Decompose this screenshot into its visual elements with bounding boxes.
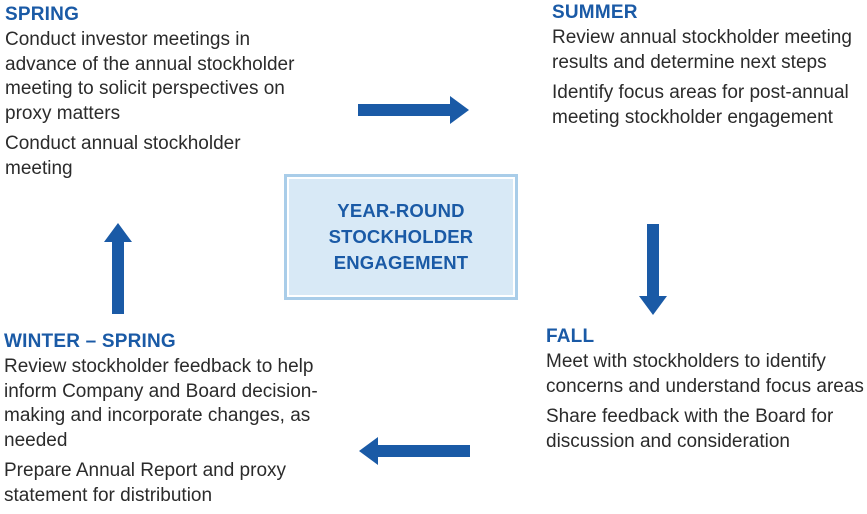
fall-item-1: Meet with stockholders to identify conce… bbox=[546, 351, 864, 397]
center-line-1: YEAR-ROUND bbox=[337, 200, 465, 221]
winter-spring-title: WINTER – SPRING bbox=[4, 331, 176, 352]
arrow-right-icon bbox=[358, 96, 469, 124]
center-line-3: ENGAGEMENT bbox=[333, 252, 469, 273]
fall-section: FALL Meet with stockholders to identify … bbox=[546, 326, 866, 460]
arrow-left-icon bbox=[359, 437, 470, 465]
summer-item-2: Identify focus areas for post-annual mee… bbox=[552, 82, 849, 128]
fall-title: FALL bbox=[546, 326, 595, 347]
spring-title: SPRING bbox=[5, 4, 80, 25]
arrow-down-icon bbox=[639, 224, 667, 315]
spring-item-1: Conduct investor meetings in advance of … bbox=[5, 29, 295, 124]
summer-item-1: Review annual stockholder meeting result… bbox=[552, 27, 852, 73]
winter-spring-item-2: Prepare Annual Report and proxy statemen… bbox=[4, 460, 287, 506]
center-engagement-box: YEAR-ROUND STOCKHOLDER ENGAGEMENT bbox=[284, 174, 518, 300]
summer-title: SUMMER bbox=[552, 2, 638, 23]
spring-section: SPRING Conduct investor meetings in adva… bbox=[5, 4, 305, 187]
center-engagement-inner: YEAR-ROUND STOCKHOLDER ENGAGEMENT bbox=[287, 177, 515, 297]
arrow-up-icon bbox=[104, 223, 132, 314]
fall-item-2: Share feedback with the Board for discus… bbox=[546, 406, 834, 452]
winter-spring-item-1: Review stockholder feedback to help info… bbox=[4, 356, 318, 451]
winter-spring-section: WINTER – SPRING Review stockholder feedb… bbox=[4, 331, 349, 514]
center-line-2: STOCKHOLDER bbox=[328, 226, 474, 247]
spring-item-2: Conduct annual stockholder meeting bbox=[5, 133, 241, 179]
summer-section: SUMMER Review annual stockholder meeting… bbox=[552, 2, 867, 136]
